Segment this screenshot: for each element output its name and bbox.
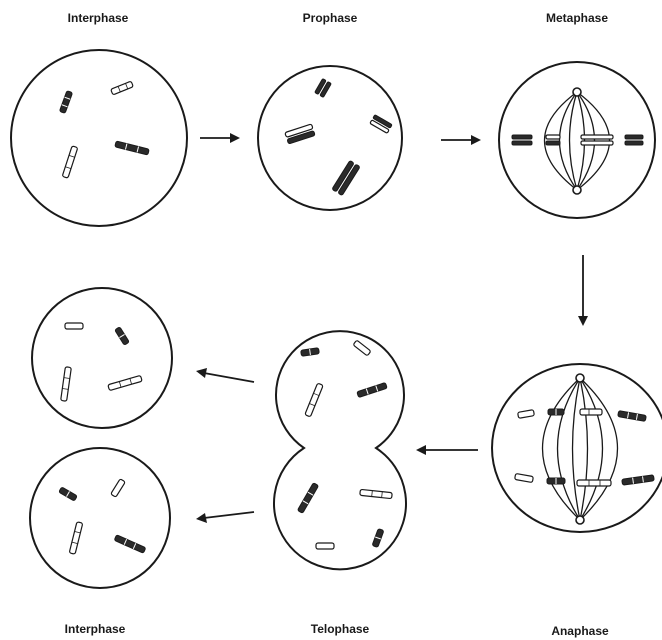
centriole	[573, 88, 581, 96]
chromosome	[316, 543, 334, 549]
arrow-anaphase-to-telophase	[416, 445, 478, 455]
metaphase-cell	[499, 62, 655, 218]
cell-membrane	[30, 448, 170, 588]
arrow-metaphase-to-anaphase	[578, 255, 588, 326]
arrow-telophase-to-interphase-upper	[196, 368, 254, 382]
cell-membrane	[258, 66, 402, 210]
centriole	[576, 374, 584, 382]
centriole	[573, 186, 581, 194]
cell-membrane	[274, 331, 406, 569]
label-interphase-bottom: Interphase	[65, 622, 126, 636]
chromosome	[577, 480, 611, 486]
anaphase-cell	[492, 364, 662, 532]
telophase-cell	[274, 331, 406, 569]
chromosome	[547, 478, 565, 484]
arrow-telophase-to-interphase-lower	[196, 512, 254, 523]
arrow-interphase-to-prophase	[200, 133, 240, 143]
chromosome	[548, 409, 564, 415]
cell-membrane	[32, 288, 172, 428]
chromosome	[65, 323, 83, 329]
label-interphase-top: Interphase	[68, 11, 129, 25]
label-metaphase: Metaphase	[546, 11, 608, 25]
cell-membrane	[11, 50, 187, 226]
prophase-cell	[258, 66, 402, 210]
interphase-daughter-lower-cell	[30, 448, 170, 588]
label-anaphase: Anaphase	[551, 624, 609, 638]
interphase-daughter-upper-cell	[32, 288, 172, 428]
label-prophase: Prophase	[303, 11, 358, 25]
arrow-prophase-to-metaphase	[441, 135, 481, 145]
interphase-top-cell	[11, 50, 187, 226]
centriole	[576, 516, 584, 524]
chromosome	[580, 409, 602, 415]
label-telophase: Telophase	[311, 622, 370, 636]
